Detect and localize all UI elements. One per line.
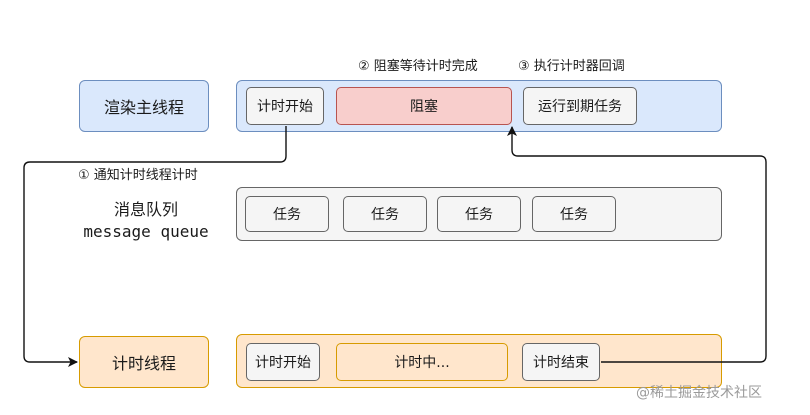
message-queue-label-en: message queue	[83, 222, 209, 241]
timer-start-step: 计时开始	[246, 343, 320, 381]
render-block-step: 阻塞	[336, 87, 512, 125]
queue-task: 任务	[245, 196, 329, 232]
timer-end-step: 计时结束	[522, 343, 600, 381]
render-run-due-task-step: 运行到期任务	[523, 87, 637, 125]
watermark: @稀土掘金技术社区	[636, 385, 762, 401]
queue-task: 任务	[532, 196, 616, 232]
arrow-timer-callback	[507, 126, 767, 363]
queue-task: 任务	[343, 196, 427, 232]
message-queue-label: 消息队列 message queue	[66, 199, 226, 243]
render-timer-start-step: 计时开始	[246, 87, 324, 125]
annotation-step2: ② 阻塞等待计时完成	[358, 59, 478, 74]
message-queue-label-cn: 消息队列	[113, 200, 178, 219]
arrow-notify-timer-thread	[23, 126, 287, 367]
timer-counting-step: 计时中...	[336, 343, 508, 381]
annotation-step3: ③ 执行计时器回调	[518, 59, 625, 74]
timer-thread-label: 计时线程	[79, 336, 209, 388]
render-main-thread-label: 渲染主线程	[79, 80, 209, 132]
annotation-step1: ① 通知计时线程计时	[78, 168, 198, 183]
queue-task: 任务	[437, 196, 521, 232]
